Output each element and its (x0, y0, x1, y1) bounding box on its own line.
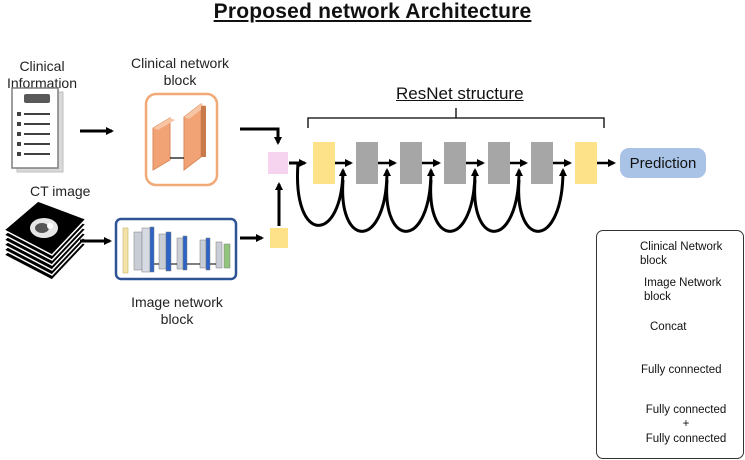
image-fc-box (270, 228, 288, 248)
ct-image-label: CT image (30, 183, 91, 199)
resnet-structure-label: ResNet structure (396, 84, 524, 103)
concat-box (268, 152, 288, 174)
resnet-fc-first (313, 142, 335, 184)
image-network-block-label: Image network block (131, 294, 223, 327)
legend-fc-fc-bottom-label: Fully connected (645, 433, 727, 445)
diagram-title: Proposed network Architecture (213, 0, 532, 23)
clinical-document-icon (11, 87, 64, 173)
clinical-information-label: Clinical Information (6, 58, 78, 91)
clinical-network-block-label: Clinical network block (130, 55, 230, 88)
legend-fc-fc-top-label: Fully connected (645, 404, 727, 416)
legend-clinical-label: Clinical Network block (640, 241, 723, 267)
legend-image-label: Image Network block (644, 277, 722, 303)
legend-fc-fc-plus-label: + (682, 418, 690, 430)
prediction-box: Prediction (620, 148, 706, 178)
clinical-network-block (144, 92, 219, 187)
legend-concat-label: Concat (650, 321, 687, 333)
legend-box (596, 230, 744, 459)
ct-image-stack-icon (2, 200, 88, 281)
image-network-block (114, 217, 238, 281)
legend-fc-label: Fully connected (641, 364, 722, 376)
resnet-fc-last (575, 142, 597, 184)
